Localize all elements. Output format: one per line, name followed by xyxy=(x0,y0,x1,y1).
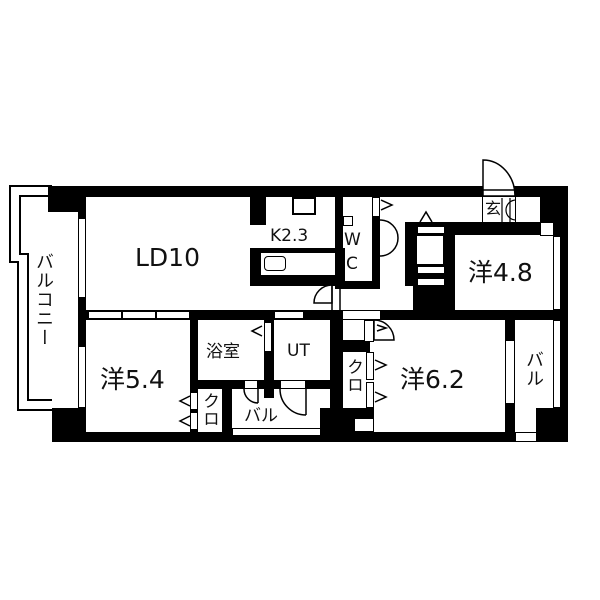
middle-wall-window-4 xyxy=(274,311,304,319)
kitchen-upper-cabinet xyxy=(292,197,316,215)
middle-wall-window-1 xyxy=(88,311,122,319)
outer-wall-bottom xyxy=(52,432,568,442)
room-label-ld: LD10 xyxy=(135,243,200,272)
room-label-closet-left: クロ xyxy=(199,392,219,428)
room-label-kitchen: K2.3 xyxy=(270,226,309,246)
right-window-48 xyxy=(553,236,561,310)
kitchen-upper-wall xyxy=(250,197,266,225)
room-label-western-48: 洋4.8 xyxy=(468,258,533,287)
wc-door-frame-top xyxy=(372,197,380,217)
ut-bottom-opening-right xyxy=(280,380,306,389)
room-label-western-54: 洋5.4 xyxy=(100,365,165,394)
outer-wall-top xyxy=(48,186,568,197)
closet-48-door-b xyxy=(417,266,445,274)
right-top-window xyxy=(540,222,554,236)
hall-wall-left xyxy=(405,222,413,286)
left-wall-segment xyxy=(78,212,86,408)
closet-mid-bottom-opening xyxy=(354,418,374,432)
bath-bottom-wall xyxy=(190,380,335,389)
outer-wall-right xyxy=(560,186,568,442)
middle-wall-window-2 xyxy=(122,311,156,319)
wc-small-window xyxy=(343,216,353,226)
wall-54-right xyxy=(190,310,198,442)
room-label-closet-mid: クロ xyxy=(343,358,363,394)
wc-wall-right xyxy=(372,197,380,289)
outer-wall-left-top-block xyxy=(48,186,86,212)
bath-ut-divider xyxy=(264,310,274,398)
window-62-right xyxy=(505,340,515,404)
closet-left-wall xyxy=(222,389,232,442)
outer-wall-left-bottom-block xyxy=(52,408,86,442)
bath-door xyxy=(264,322,272,352)
closet-mid-door-b xyxy=(366,382,374,408)
room-label-balcony-bottom: バル xyxy=(244,406,278,426)
room-label-wc-w: W xyxy=(344,230,361,250)
room-label-balcony-left: バルコニー xyxy=(33,252,54,347)
room-label-bath: 浴室 xyxy=(206,342,240,362)
closet-48-door-a xyxy=(417,226,445,234)
closet-mid-door-a xyxy=(366,352,374,380)
closet-48-door-c xyxy=(417,278,445,286)
closet-mid-top xyxy=(340,340,370,352)
room-label-wc-c: C xyxy=(346,254,358,274)
outer-wall-right-bottom-block xyxy=(536,408,568,442)
closet-48-inner xyxy=(417,236,443,264)
closet-left-door-a xyxy=(190,392,198,410)
room-label-ut: UT xyxy=(287,341,310,361)
wc-wall-bottom xyxy=(335,281,380,289)
closet-mid-left xyxy=(335,310,343,442)
middle-wall-window-3 xyxy=(156,311,190,319)
balcony-right-rail xyxy=(553,320,561,408)
kitchen-sink xyxy=(264,256,286,271)
left-window-lower xyxy=(78,346,86,408)
closet-left-door-b xyxy=(190,412,198,430)
middle-wall-opening-mid xyxy=(340,311,380,319)
balcony-right-bottom xyxy=(515,432,537,442)
room-label-entrance: 玄 xyxy=(485,199,502,218)
room-label-balcony-right: バル xyxy=(523,350,544,388)
middle-wall xyxy=(86,310,560,320)
left-window-upper xyxy=(78,218,86,298)
wc-wall-left xyxy=(335,197,343,289)
ut-bottom-opening-left xyxy=(244,380,258,389)
room-label-western-62: 洋6.2 xyxy=(400,365,465,394)
